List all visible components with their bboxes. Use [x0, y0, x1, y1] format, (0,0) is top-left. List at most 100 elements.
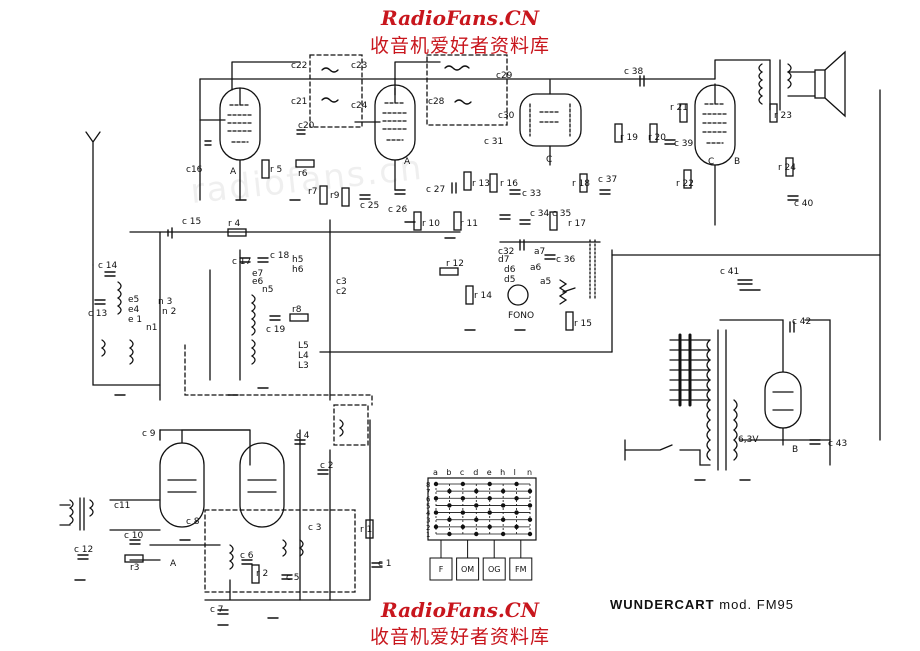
switch-column-label: a — [433, 468, 438, 477]
label-C1: C — [546, 155, 552, 165]
label-6v3: 6,3V — [738, 435, 759, 445]
label-c23: c23 — [351, 61, 367, 71]
band-button-label: OM — [461, 565, 474, 574]
label-r13: r 13 — [472, 179, 490, 189]
label-c36: c 36 — [556, 255, 576, 265]
label-c30: c30 — [498, 111, 515, 121]
switch-contact — [460, 481, 466, 487]
band-button-label: FM — [515, 565, 527, 574]
label-r5: r 5 — [270, 165, 282, 175]
label-r2: r 2 — [256, 569, 268, 579]
label-c29: c29 — [496, 71, 513, 81]
label-c10: c 10 — [124, 531, 144, 541]
label-r23: r 23 — [774, 111, 792, 121]
switch-contact — [447, 503, 452, 508]
label-c17: c 17 — [232, 257, 251, 267]
label-c15: c 15 — [182, 217, 201, 227]
label-c7: c 7 — [210, 605, 224, 615]
label-c28: c28 — [428, 97, 445, 107]
label-fono: FONO — [508, 311, 534, 321]
if-transformer-fm — [333, 404, 369, 446]
tube-2 — [354, 84, 416, 191]
switch-column-label: e — [487, 468, 492, 477]
label-r1: r 1 — [360, 525, 372, 535]
label-c26: c 26 — [388, 205, 408, 215]
label-r9: r9 — [330, 191, 340, 201]
label-a7: a7 — [534, 247, 545, 257]
label-r4: r 4 — [228, 219, 241, 229]
label-c6: c 6 — [240, 551, 254, 561]
switch-contact — [460, 496, 466, 501]
switch-contact — [433, 510, 439, 515]
label-c9: c 9 — [142, 429, 156, 439]
label-r8: r8 — [292, 305, 302, 315]
label-r16: r 16 — [500, 179, 518, 189]
switch-contact — [474, 488, 479, 494]
band-button-label: OG — [488, 565, 501, 574]
label-e5: e5 — [128, 295, 139, 305]
label-r11: r 11 — [460, 219, 478, 229]
switch-contact — [487, 510, 492, 515]
label-c3-switch: c3 — [336, 277, 347, 287]
label-r14: r 14 — [474, 291, 492, 301]
switch-contact — [527, 517, 533, 522]
switch-contact — [527, 488, 533, 494]
label-c27: c 27 — [426, 185, 445, 195]
label-c14: c 14 — [98, 261, 118, 271]
switch-row-label: 1 — [426, 531, 430, 539]
if-transformer-1 — [309, 54, 363, 128]
label-c25: c 25 — [360, 201, 379, 211]
label-e4: e4 — [128, 305, 140, 315]
label-L4: L4 — [298, 351, 309, 361]
switch-column-label: b — [446, 468, 451, 477]
label-c11: c11 — [114, 501, 130, 511]
switch-column-label: d — [473, 468, 478, 477]
label-e6: e6 — [252, 277, 264, 287]
rectifier-tube — [719, 319, 802, 446]
label-c34: c 34 — [530, 209, 550, 219]
band-button-label: F — [439, 565, 444, 574]
label-c22: c22 — [291, 61, 307, 71]
switch-row-label: 6 — [426, 495, 431, 503]
label-B2: B — [792, 445, 798, 455]
label-a6: a6 — [530, 263, 542, 273]
label-e7: e7 — [252, 269, 263, 279]
switch-contact — [514, 524, 519, 530]
if-transformer-2 — [426, 54, 508, 126]
label-L3: L3 — [298, 361, 309, 371]
fm-tuner-box — [204, 509, 356, 593]
switch-contact — [527, 503, 533, 508]
label-r7: r7 — [308, 187, 317, 197]
label-c32: c32 — [498, 247, 514, 257]
switch-contact — [433, 481, 439, 487]
label-d5: d5 — [504, 275, 515, 285]
label-c41: c 41 — [720, 267, 739, 277]
label-c18: c 18 — [270, 251, 290, 261]
switch-contact — [460, 510, 466, 515]
power-transformer — [669, 329, 738, 471]
label-A2: A — [404, 157, 411, 167]
label-c5: c 5 — [286, 573, 300, 583]
switch-contact — [447, 488, 452, 494]
switch-row-label: 2 — [426, 524, 430, 532]
label-r18: r 18 — [572, 179, 590, 189]
switch-row-label: 5 — [426, 502, 430, 510]
switch-contact — [487, 496, 492, 501]
fono-jack-icon — [507, 284, 529, 306]
label-r24b: r 24 — [778, 163, 796, 173]
switch-contact — [527, 531, 533, 537]
label-d7: d7 — [498, 255, 509, 265]
antenna-icon — [85, 131, 101, 266]
switch-column-label: l — [514, 468, 516, 477]
output-transformer — [758, 59, 792, 111]
label-h5: h5 — [292, 255, 303, 265]
switch-contact — [474, 531, 479, 537]
label-A3: A — [170, 559, 177, 569]
switch-contact — [433, 524, 439, 530]
label-r10: r 10 — [422, 219, 440, 229]
label-n1: n1 — [146, 323, 157, 333]
label-r21: r 21 — [670, 103, 688, 113]
model-maker: WUNDERCART — [610, 597, 715, 612]
model-number: mod. FM95 — [719, 597, 794, 612]
switch-contact — [460, 524, 466, 530]
